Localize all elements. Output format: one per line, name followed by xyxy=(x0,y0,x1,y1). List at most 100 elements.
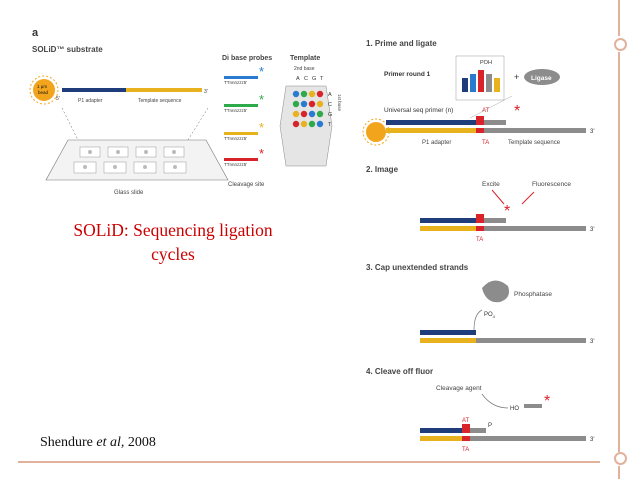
step2-ta-label: TA xyxy=(476,237,483,243)
poh-label: POH xyxy=(480,60,492,66)
step1-3prime: 3' xyxy=(590,129,594,135)
rail-dot-bottom xyxy=(614,452,627,465)
probe-seq-2: TTnnnzzz5' xyxy=(224,108,247,113)
inset-pointer-line xyxy=(469,95,513,119)
step4-3prime: 3' xyxy=(590,437,594,443)
step3-title: 3. Cap unextended strands xyxy=(366,263,469,272)
probe-inset xyxy=(455,55,505,101)
probe-green: TTnnnzzz5' * xyxy=(224,92,264,113)
first-base-label: 1st base xyxy=(337,94,342,112)
decorative-rail xyxy=(600,0,638,479)
citation-author: Shendure xyxy=(40,435,93,450)
primer-round-label: Primer round 1 xyxy=(384,71,431,78)
probe-yellow: TTnnnzzz5' * xyxy=(224,120,264,141)
caption-line-1: SOLiD: Sequencing ligation xyxy=(73,220,273,240)
zoom-line-right xyxy=(187,107,209,141)
phosphatase-label: Phosphatase xyxy=(514,291,552,298)
phosphatase-icon xyxy=(482,280,509,303)
ligase-label: Ligase xyxy=(531,75,552,82)
col-base-c: C xyxy=(304,76,308,82)
step2-title: 2. Image xyxy=(366,165,399,174)
row-base-c: C xyxy=(328,102,332,108)
probe-seq-3: TTnnnzzz5' xyxy=(224,136,247,141)
cleavage-site-label: Cleavage site xyxy=(228,182,265,188)
substrate-5prime: 5' xyxy=(56,96,60,102)
cleavage-agent-label: Cleavage agent xyxy=(436,385,482,392)
step1-fluor-star: * xyxy=(514,103,520,120)
caption-line-2: cycles xyxy=(151,244,195,264)
glass-slide-label: Glass slide xyxy=(114,190,144,196)
cleaved-fragment xyxy=(524,404,542,408)
step1-title: 1. Prime and ligate xyxy=(366,39,437,48)
phosphatase-arrow xyxy=(473,309,483,331)
bead-label-1: 1 μm xyxy=(37,84,47,89)
fluor-star-yellow: * xyxy=(259,120,264,135)
zoom-line-left xyxy=(61,107,79,141)
step3-duplex xyxy=(420,330,586,343)
citation: Shendure et al, 2008 xyxy=(40,435,156,451)
step4-ta-label: TA xyxy=(462,447,469,453)
panel-a-letter: a xyxy=(32,27,39,39)
row-base-t: T xyxy=(328,122,332,128)
step4-at-label: AT xyxy=(462,418,470,424)
probe-list: TTnnnzzz5' * TTnnnzzz5' * TTnnnzzz5' * T… xyxy=(224,64,264,167)
substrate-template-label: Template sequence xyxy=(138,98,182,104)
probe-red: TTnnnzzz5' * xyxy=(224,146,264,167)
fluor-star-blue: * xyxy=(259,64,264,79)
ho-label: HO xyxy=(510,406,519,412)
cycle-steps-figure: 1. Prime and ligate Primer round 1 POH +… xyxy=(362,39,594,453)
substrate-title: SOLiD™ substrate xyxy=(32,45,103,54)
step1-p1-label: P1 adapter xyxy=(422,140,451,146)
p1-adapter-strand xyxy=(62,88,126,92)
excite-arrow xyxy=(491,189,505,205)
step4-duplex xyxy=(420,424,586,441)
second-base-label: 2nd base xyxy=(294,66,315,72)
template-strand xyxy=(132,88,202,92)
rail-line-top xyxy=(618,0,620,36)
col-base-t: T xyxy=(320,76,324,82)
excite-label: Excite xyxy=(482,181,500,188)
emission-arrow xyxy=(521,191,535,205)
fluor-star-red: * xyxy=(259,146,264,161)
step1-ta-label: TA xyxy=(482,140,489,146)
universal-primer-label: Universal seq primer (n) xyxy=(384,107,453,114)
citation-etal: et al, xyxy=(96,435,125,450)
bead-icon xyxy=(29,75,59,105)
rail-line-bottom xyxy=(618,466,620,479)
template-title: Template xyxy=(290,55,320,62)
step2-3prime: 3' xyxy=(590,227,594,233)
rail-dot-top xyxy=(614,38,627,51)
probe-seq-4: TTnnnzzz5' xyxy=(224,162,247,167)
rail-line-mid xyxy=(618,52,620,452)
plus-sign: + xyxy=(514,72,519,82)
step2-duplex xyxy=(420,214,586,231)
row-base-g: G xyxy=(328,112,332,118)
col-base-g: G xyxy=(312,76,316,82)
strand-joint xyxy=(126,88,132,92)
step2-fluor-star: * xyxy=(504,203,510,220)
col-base-a: A xyxy=(296,76,300,82)
di-base-probes-title: Di base probes xyxy=(222,55,272,62)
color-matrix xyxy=(279,85,333,167)
step4-fluor-star: * xyxy=(544,393,550,410)
po4-label: PO4 xyxy=(484,312,496,319)
row-base-a: A xyxy=(328,92,332,98)
step4-title: 4. Cleave off fluor xyxy=(366,367,433,376)
step3-3prime: 3' xyxy=(590,339,594,345)
step1-bead-icon xyxy=(362,118,390,146)
ligase-icon xyxy=(524,69,560,85)
fluorescence-label: Fluorescence xyxy=(532,181,571,188)
citation-year: 2008 xyxy=(127,435,156,450)
p-label: P xyxy=(488,423,492,429)
substrate-3prime: 3' xyxy=(204,89,208,95)
slide-caption: SOLiD: Sequencing ligation cycles xyxy=(28,218,318,266)
panel-a-figure: a SOLiD™ substrate 1 μm bead 5' 3' P1 ad… xyxy=(29,27,342,196)
fluor-star-green: * xyxy=(259,92,264,107)
step1-template-label: Template sequence xyxy=(508,140,561,146)
step1-at-label: AT xyxy=(482,108,490,114)
glass-slide-icon xyxy=(45,139,229,181)
bead-label-2: bead xyxy=(38,90,49,95)
probe-blue: TTnnnzzz5' * xyxy=(224,64,264,85)
cleavage-arrow xyxy=(481,393,509,409)
